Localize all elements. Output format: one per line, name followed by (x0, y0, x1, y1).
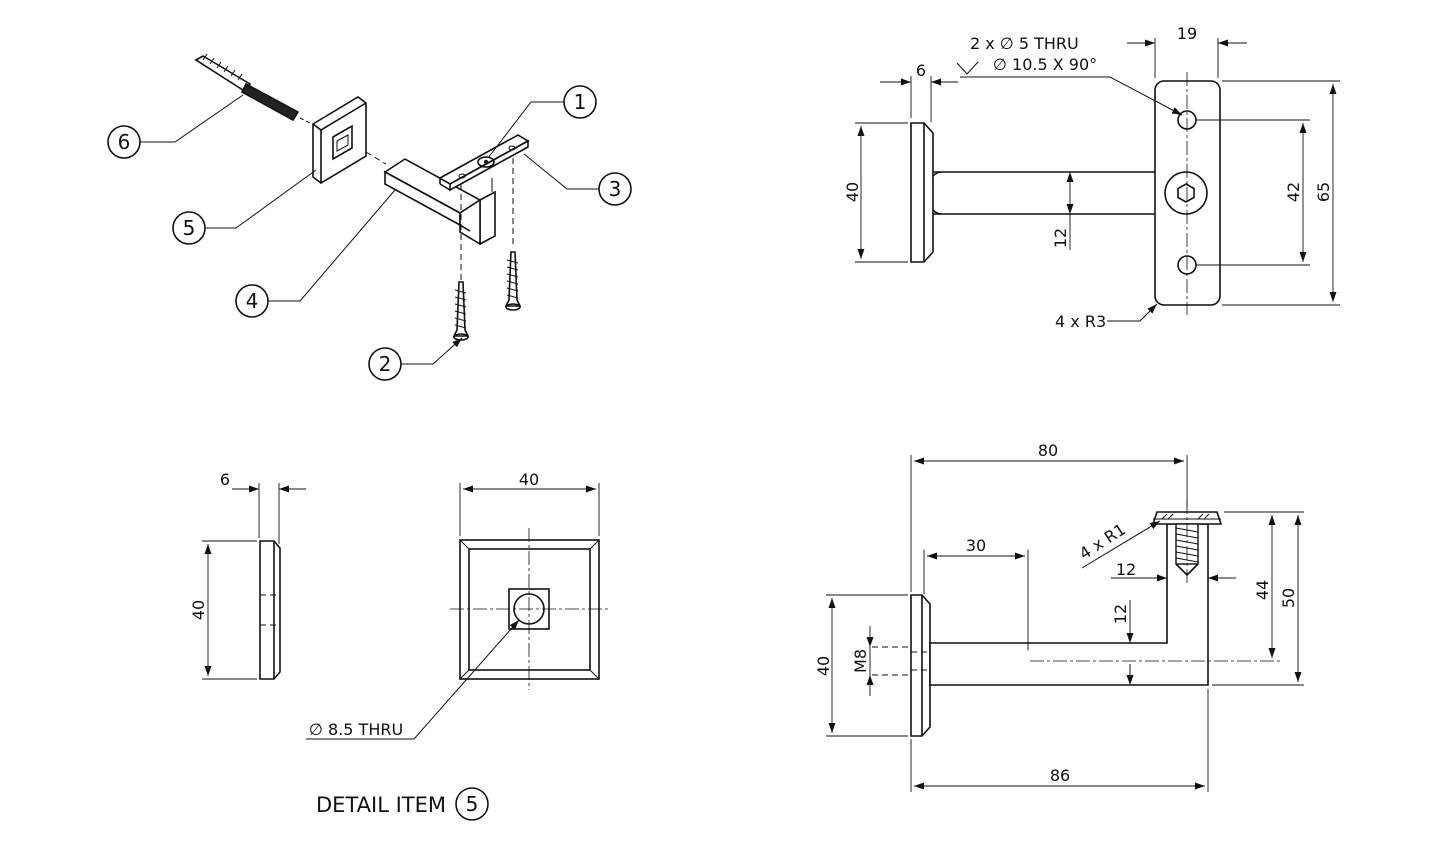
detail-hole-note: ∅ 8.5 THRU (309, 720, 403, 739)
side-dim-overall-top: 80 (1038, 441, 1058, 460)
top-view: 6 40 12 19 42 65 2 x ∅ 5 THRU ∅ 10.5 X 9… (843, 24, 1340, 331)
side-view: 80 30 4 x R1 12 12 40 M8 44 (814, 441, 1304, 792)
balloon-2-label: 2 (379, 352, 392, 376)
detail-dim-front-width: 40 (519, 470, 539, 489)
side-dim-plate-height: 40 (814, 656, 833, 676)
balloon-1-label: 1 (574, 90, 587, 114)
side-dim-height-50: 50 (1279, 588, 1298, 608)
detail-title: DETAIL ITEM (316, 793, 446, 817)
dim-bar-height: 12 (1051, 228, 1070, 248)
note-radius: 4 x R3 (1055, 312, 1106, 331)
side-note-radius: 4 x R1 (1076, 520, 1129, 564)
dim-plate-thickness: 6 (916, 61, 926, 80)
balloon-6-label: 6 (118, 130, 131, 154)
balloon-1 (563, 85, 597, 119)
dim-hole-spacing: 42 (1284, 182, 1303, 202)
exploded-view: 6 5 4 2 1 3 (107, 53, 632, 381)
side-dim-thread: M8 (851, 649, 870, 673)
saddle (438, 134, 530, 192)
side-dim-thread-length: 30 (966, 536, 986, 555)
note-holes-line2: ∅ 10.5 X 90° (993, 55, 1097, 74)
balloon-2 (368, 347, 402, 381)
side-dim-bar-height: 12 (1111, 604, 1130, 624)
dim-plate-height: 40 (843, 182, 862, 202)
detail-view: 6 40 40 ∅ 8.5 THRU DETAIL ITEM 5 (189, 470, 610, 821)
side-dim-overall-bottom: 86 (1050, 766, 1070, 785)
lag-screw (194, 53, 313, 125)
note-holes-line1: 2 x ∅ 5 THRU (970, 34, 1079, 53)
dim-base-width: 19 (1177, 24, 1197, 43)
detail-dim-thickness: 6 (220, 470, 230, 489)
balloon-4-label: 4 (246, 289, 259, 313)
wood-screw-right (504, 251, 522, 311)
balloon-4 (235, 284, 269, 318)
side-dim-height-44: 44 (1253, 580, 1272, 600)
balloon-3-label: 3 (609, 177, 622, 201)
bracket-arm (383, 158, 496, 246)
detail-dim-side-height: 40 (189, 600, 208, 620)
dim-base-length: 65 (1314, 182, 1333, 202)
balloon-5 (172, 211, 206, 245)
balloon-6 (107, 125, 141, 159)
balloon-3 (598, 172, 632, 206)
detail-title-item: 5 (466, 792, 479, 816)
balloon-5-label: 5 (183, 216, 196, 240)
side-dim-base-offset: 12 (1116, 560, 1136, 579)
wood-screw-left (452, 281, 470, 341)
detail-title-balloon (455, 787, 489, 821)
wall-plate (312, 96, 367, 184)
